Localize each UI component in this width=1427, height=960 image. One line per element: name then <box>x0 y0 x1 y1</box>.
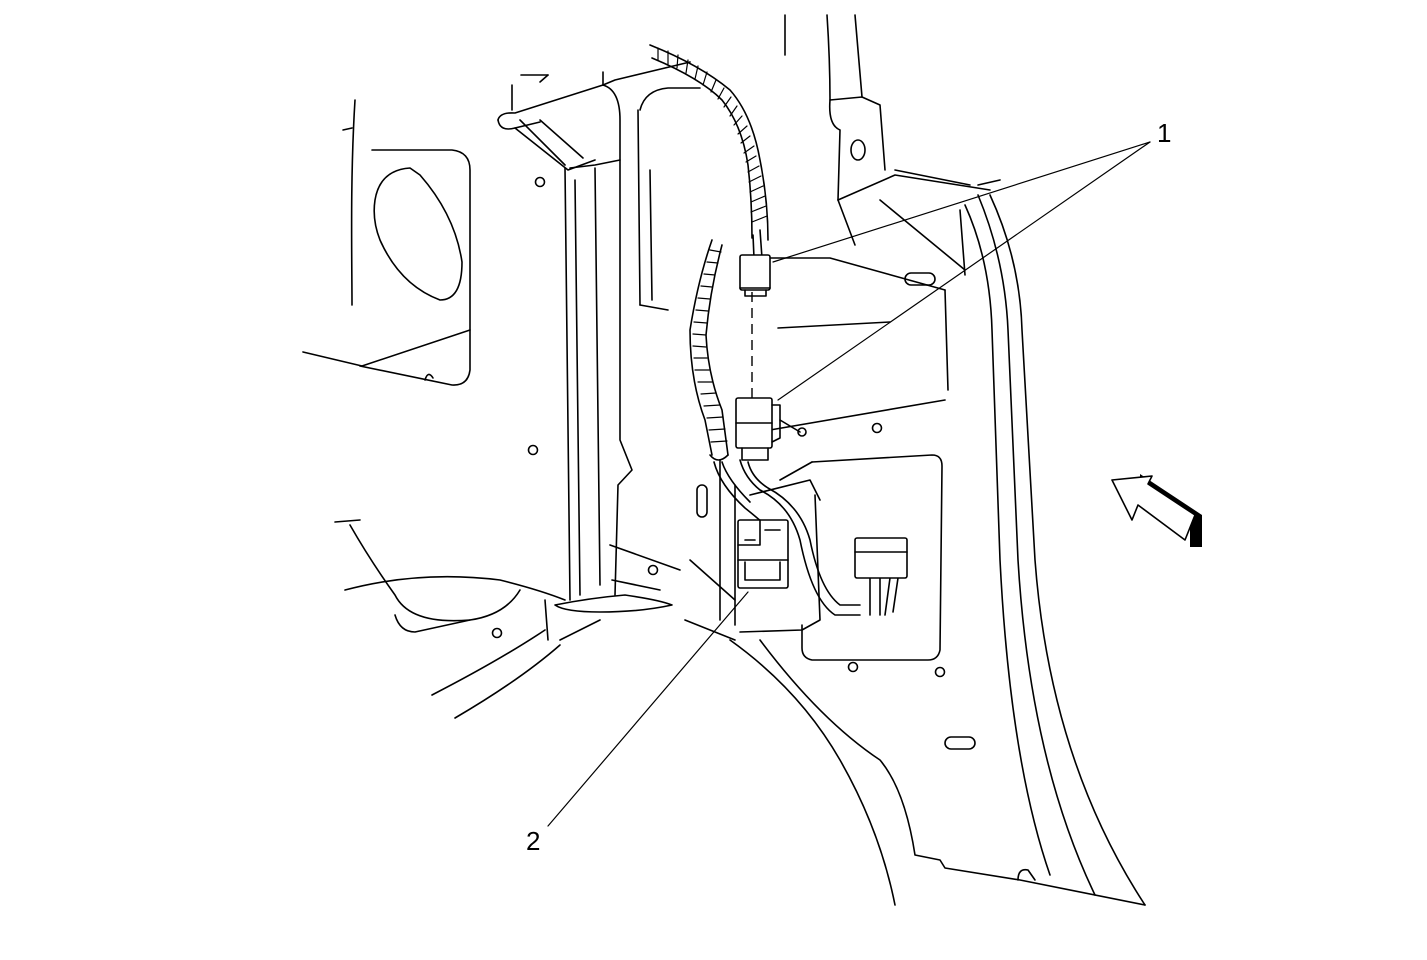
callout-leaders <box>547 141 1151 827</box>
mounting-holes <box>491 176 946 678</box>
floor-sill <box>334 519 673 719</box>
view-direction-arrow-icon <box>1111 474 1202 547</box>
upper-harness <box>649 44 769 259</box>
left-door-panel <box>302 99 471 386</box>
pillar <box>564 84 701 601</box>
access-panel-connector <box>854 537 908 579</box>
upper-rail <box>497 14 786 171</box>
lower-connector <box>737 519 789 589</box>
callout-1-label: 1 <box>1157 118 1171 148</box>
lower-harness <box>689 239 899 616</box>
callout-2-label: 2 <box>526 826 540 856</box>
quarter-panel <box>684 14 1146 906</box>
mating-connector <box>735 397 801 461</box>
upper-connector <box>739 254 771 297</box>
